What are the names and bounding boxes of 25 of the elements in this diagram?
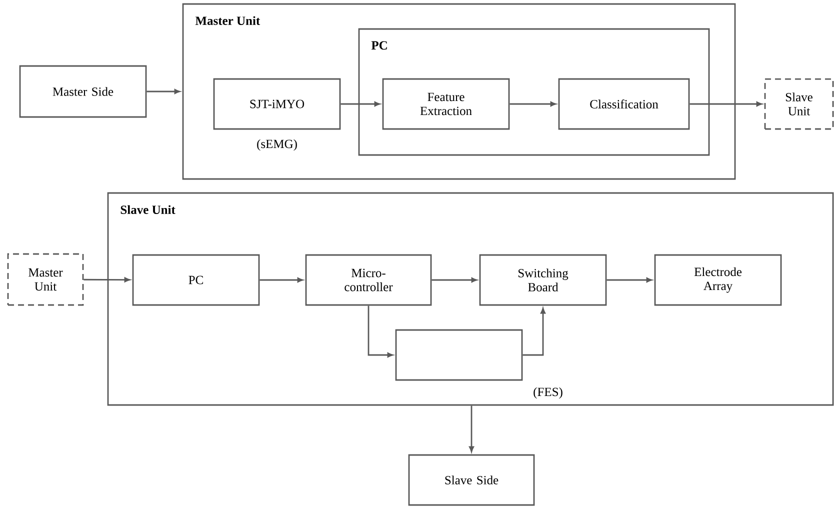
arrow	[368, 306, 394, 358]
arrow	[84, 277, 130, 282]
process-box: Feature Extraction	[382, 78, 510, 130]
process-box	[395, 329, 523, 381]
process-box: Electrode Array	[654, 254, 782, 306]
arrow	[606, 278, 652, 282]
arrow	[522, 308, 546, 356]
arrow	[432, 278, 478, 282]
process-box: Master Side	[19, 65, 147, 118]
arrow	[469, 406, 474, 452]
arrow	[260, 278, 304, 282]
dashed-box: Master Unit	[7, 253, 84, 306]
side-note: (sEMG)	[257, 139, 297, 151]
side-note: (FES)	[534, 387, 562, 399]
arrow	[340, 102, 380, 106]
dashed-box: Slave Unit	[764, 78, 834, 130]
process-box: Switching Board	[479, 254, 607, 306]
process-box: PC	[132, 254, 260, 306]
process-box: Classification	[558, 78, 690, 130]
process-box: Micro- controller	[305, 254, 432, 306]
arrow	[146, 89, 180, 94]
process-box: Slave Side	[408, 454, 535, 506]
arrow	[510, 102, 556, 106]
process-box: SJT-iMYO	[213, 78, 341, 130]
arrow	[690, 102, 762, 106]
